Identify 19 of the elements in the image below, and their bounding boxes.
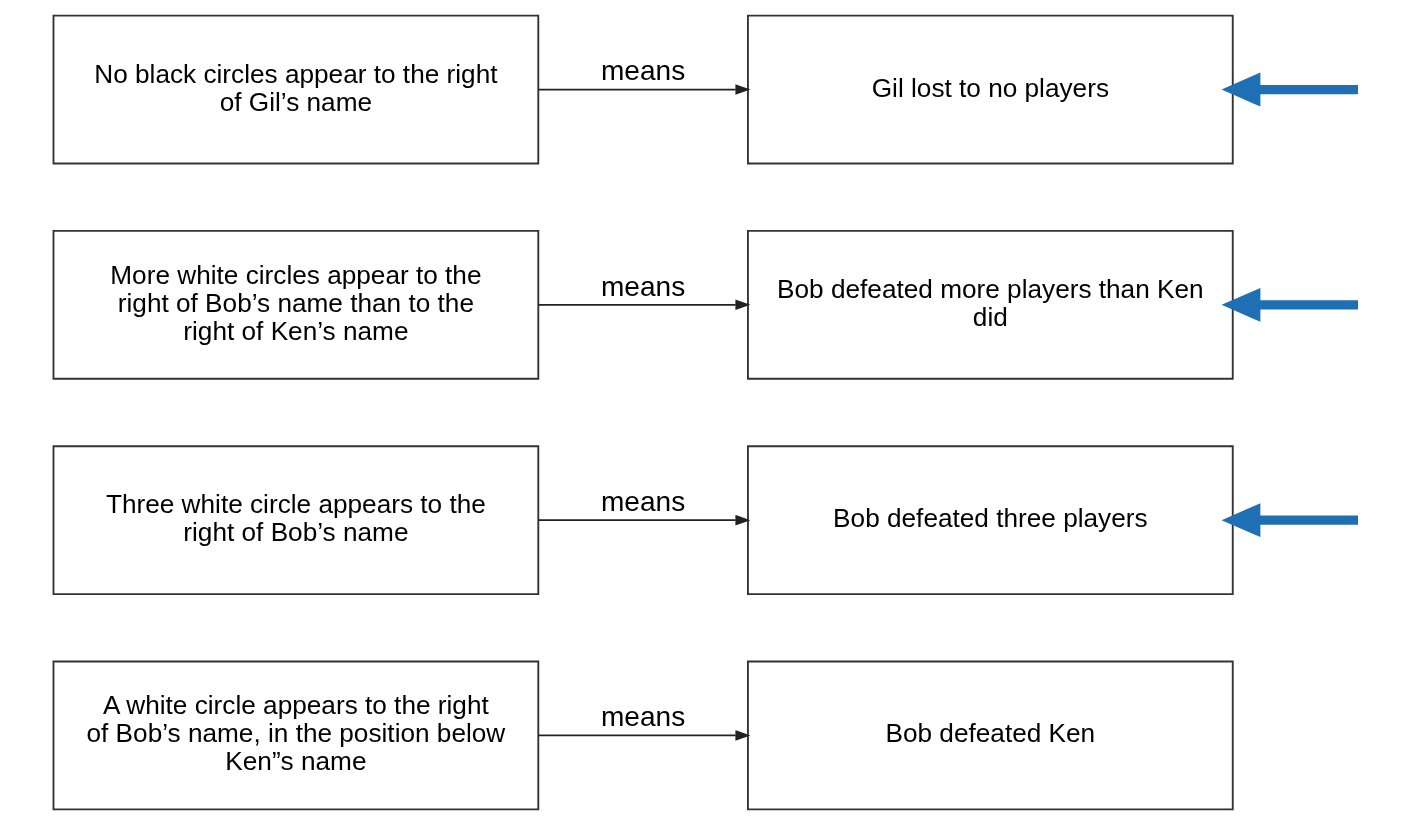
node-box: A white circle appears to the right of Bob’s name, in the position below Ken”s name [52, 660, 540, 811]
arrow [1221, 72, 1358, 107]
node-box: Three white circle appears to the right of Bob’s name [52, 445, 540, 595]
arrow [1221, 503, 1358, 538]
node-box: Bob defeated Ken [747, 660, 1234, 811]
arrow [537, 514, 751, 526]
node-box: Bob defeated more players than Ken did [747, 230, 1234, 380]
node-box: No black circles appear to the right of Gil’s name [52, 14, 540, 165]
node-box: Bob defeated three players [747, 445, 1234, 595]
edge-label: means [601, 485, 686, 517]
edge-label: means [601, 701, 686, 733]
arrow [1221, 287, 1358, 322]
node-box: More white circles appear to the right of Bob’s name than to the right of Ken’s name [52, 230, 540, 380]
arrow [537, 730, 751, 741]
node-box: Gil lost to no players [747, 14, 1234, 165]
arrow [537, 84, 751, 95]
edge-label: means [601, 55, 686, 87]
edge-label: means [601, 270, 686, 302]
arrow [537, 299, 751, 311]
